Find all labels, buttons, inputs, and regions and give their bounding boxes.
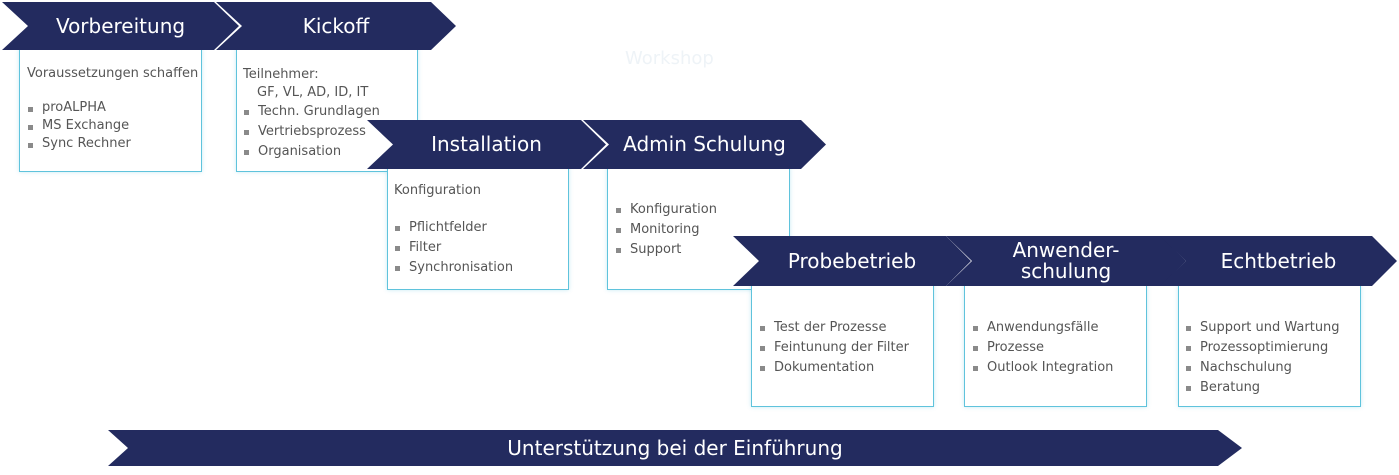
echtbetrieb-box: Support und Wartung Prozessoptimierung N… xyxy=(1178,284,1361,407)
probebetrieb-chevron: Probebetrieb xyxy=(733,236,971,286)
installation-list: Pflichtfelder Filter Synchronisation xyxy=(394,218,568,278)
list-item: proALPHA xyxy=(27,99,201,117)
support-banner-label: Unterstützung bei der Einführung xyxy=(507,435,843,460)
echtbetrieb-chevron: Echtbetrieb xyxy=(1160,236,1397,286)
installation-intro: Konfiguration xyxy=(394,183,481,198)
list-item: Support und Wartung xyxy=(1185,318,1360,338)
list-item: Organisation xyxy=(243,142,417,162)
kickoff-title: Kickoff xyxy=(302,13,370,38)
list-item: Support xyxy=(615,240,789,260)
kickoff-box: Teilnehmer: GF, VL, AD, ID, IT Techn. Gr… xyxy=(236,48,418,172)
probebetrieb-box: Test der Prozesse Feintunung der Filter … xyxy=(751,284,934,407)
kickoff-list: Techn. Grundlagen Vertriebsprozess Organ… xyxy=(243,102,417,162)
installation-title: Installation xyxy=(431,132,542,156)
echtbetrieb-chevron-shape xyxy=(1160,236,1397,286)
support-banner: Unterstützung bei der Einführung xyxy=(108,430,1242,466)
anwenderschulung-title: Anwender- schulung xyxy=(946,236,1186,286)
list-item: Sync Rechner xyxy=(27,135,201,153)
vorbereitung-list: proALPHA MS Exchange Sync Rechner xyxy=(27,99,201,153)
list-item: MS Exchange xyxy=(27,117,201,135)
kickoff-chevron-shape xyxy=(216,2,456,50)
installation-box: Konfiguration Pflichtfelder Filter Synch… xyxy=(387,167,569,290)
vorbereitung-title: Vorbereitung xyxy=(55,13,186,38)
list-item: Monitoring xyxy=(615,220,789,240)
installation-chevron-shape xyxy=(367,120,606,169)
installation-chevron: Installation xyxy=(367,120,606,169)
list-item: Techn. Grundlagen xyxy=(243,102,417,122)
kickoff-participants: GF, VL, AD, ID, IT xyxy=(257,85,369,100)
kickoff-intro: Teilnehmer: xyxy=(243,67,319,82)
admin-schulung-title: Admin Schulung xyxy=(623,132,786,156)
admin-schulung-list: Konfiguration Monitoring Support xyxy=(615,200,789,260)
vorbereitung-chevron-shape xyxy=(2,2,239,50)
list-item: Konfiguration xyxy=(615,200,789,220)
echtbetrieb-title: Echtbetrieb xyxy=(1220,248,1337,273)
list-item: Prozessoptimierung xyxy=(1185,338,1360,358)
list-item: Test der Prozesse xyxy=(759,318,933,338)
list-item: Synchronisation xyxy=(394,258,568,278)
list-item: Vertriebsprozess xyxy=(243,122,417,142)
list-item: Anwendungsfälle xyxy=(972,318,1146,338)
support-banner-shape xyxy=(108,430,1242,466)
list-item: Nachschulung xyxy=(1185,358,1360,378)
admin-schulung-chevron-shape xyxy=(583,120,826,169)
probebetrieb-chevron-shape xyxy=(733,236,971,286)
anwenderschulung-chevron-shape xyxy=(946,236,1186,286)
anwenderschulung-box: Anwendungsfälle Prozesse Outlook Integra… xyxy=(964,284,1147,407)
echtbetrieb-list: Support und Wartung Prozessoptimierung N… xyxy=(1185,318,1360,398)
workshop-watermark: Workshop xyxy=(625,48,714,69)
admin-schulung-chevron: Admin Schulung xyxy=(583,120,826,169)
list-item: Prozesse xyxy=(972,338,1146,358)
list-item: Dokumentation xyxy=(759,358,933,378)
anwenderschulung-title-line2: schulung xyxy=(1020,259,1112,283)
vorbereitung-box: Voraussetzungen schaffen proALPHA MS Exc… xyxy=(19,48,202,172)
list-item: Outlook Integration xyxy=(972,358,1146,378)
vorbereitung-intro: Voraussetzungen schaffen xyxy=(27,66,199,81)
probebetrieb-list: Test der Prozesse Feintunung der Filter … xyxy=(759,318,933,378)
list-item: Filter xyxy=(394,238,568,258)
anwenderschulung-chevron: Anwender- schulung xyxy=(946,236,1186,286)
list-item: Feintunung der Filter xyxy=(759,338,933,358)
anwenderschulung-title-line1: Anwender- xyxy=(1012,238,1120,262)
probebetrieb-title: Probebetrieb xyxy=(787,248,917,273)
kickoff-chevron: Kickoff xyxy=(216,2,456,50)
anwenderschulung-list: Anwendungsfälle Prozesse Outlook Integra… xyxy=(972,318,1146,378)
vorbereitung-chevron: Vorbereitung xyxy=(2,2,239,50)
list-item: Beratung xyxy=(1185,378,1360,398)
list-item: Pflichtfelder xyxy=(394,218,568,238)
